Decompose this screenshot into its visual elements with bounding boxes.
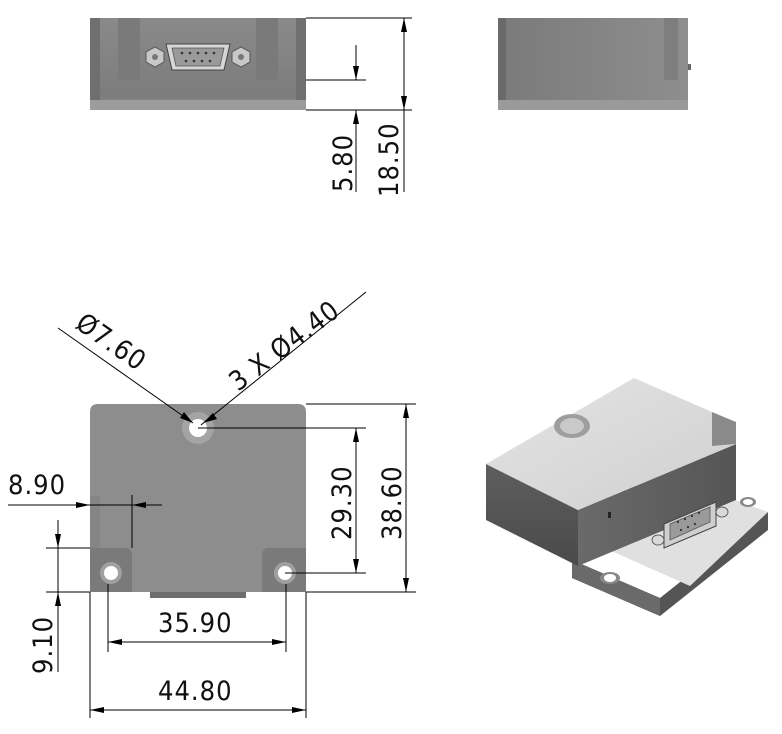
front-view xyxy=(90,18,306,110)
dim-bottom-offset: 9.10 xyxy=(28,616,59,674)
dim-body-height: 38.60 xyxy=(377,465,408,540)
isometric-view xyxy=(486,378,768,616)
iso-connector-icon xyxy=(651,501,729,549)
dim-front-offset: 5.80 xyxy=(328,134,359,192)
front-dimensions xyxy=(306,17,412,192)
side-view xyxy=(498,18,691,110)
db9-connector-icon xyxy=(145,43,251,71)
top-dimensions xyxy=(8,291,416,718)
dim-body-width: 44.80 xyxy=(158,676,233,707)
dim-hole-small: 3 X Ø4.40 xyxy=(224,295,346,398)
dim-front-height: 18.50 xyxy=(374,122,405,197)
dim-hole-large: Ø7.60 xyxy=(70,307,152,377)
dim-hole-spacing-h: 35.90 xyxy=(158,608,233,639)
dim-hole-spacing-v: 29.30 xyxy=(327,465,358,540)
dim-left-offset: 8.90 xyxy=(8,470,66,501)
top-view xyxy=(90,404,306,598)
